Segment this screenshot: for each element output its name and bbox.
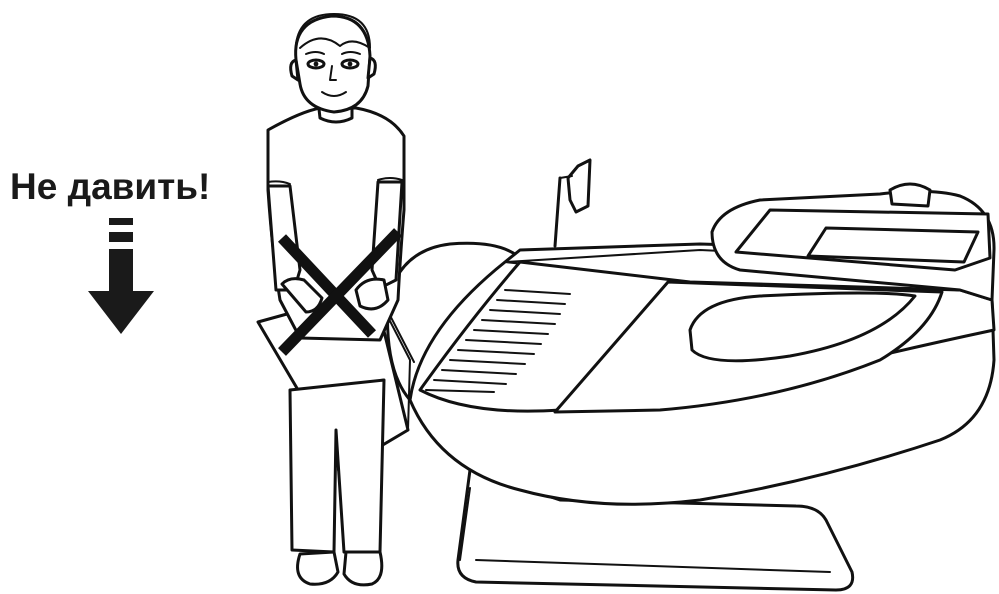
remote-holder — [555, 160, 590, 246]
down-arrow-icon — [88, 218, 154, 334]
warning-text: Не давить! — [10, 166, 210, 208]
